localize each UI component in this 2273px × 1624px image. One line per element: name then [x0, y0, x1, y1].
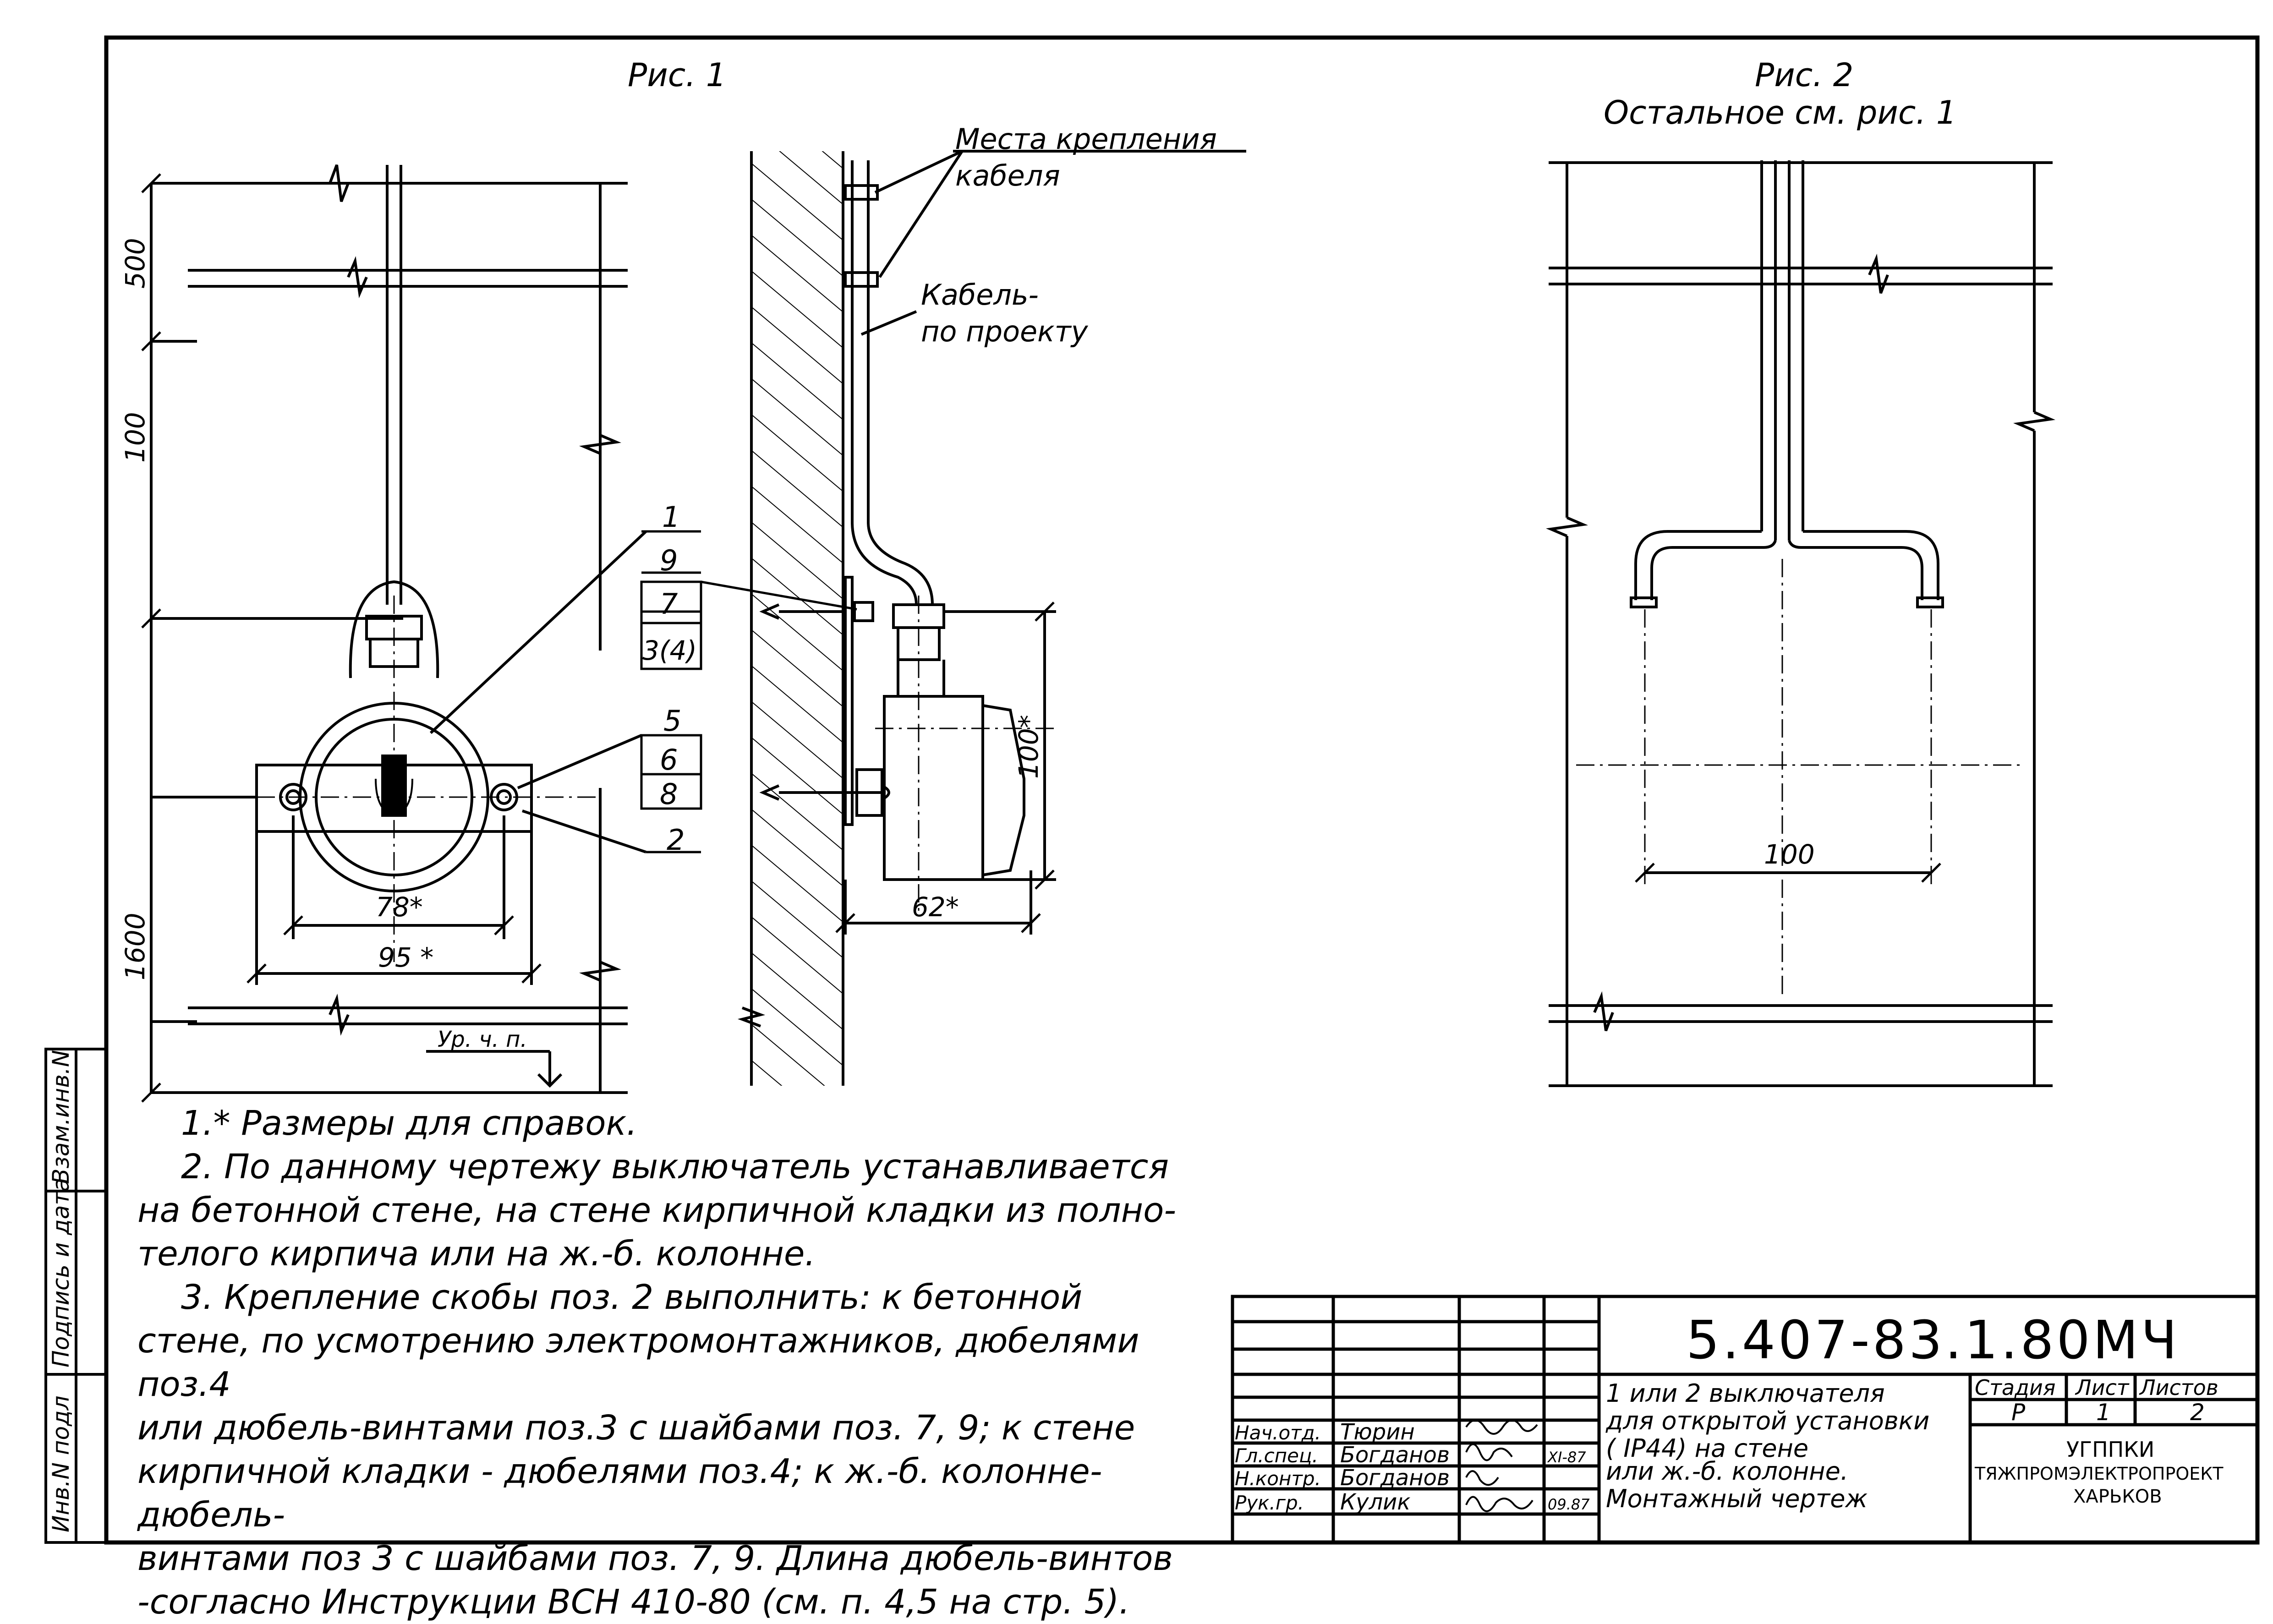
pos-6: 6	[660, 743, 678, 776]
title-block	[1231, 1295, 2259, 1544]
name-2: Богданов	[1340, 1465, 1450, 1491]
dim-100-side: 100*	[1013, 715, 1044, 779]
sheet-value: 1	[2096, 1399, 2111, 1426]
dim-95: 95 *	[378, 942, 433, 973]
sheet-header: Лист	[2075, 1375, 2130, 1400]
label-mounting-1: Места крепления	[955, 122, 1217, 156]
sheets-header: Листов	[2139, 1375, 2218, 1400]
fig1-title: Рис. 1	[628, 56, 726, 94]
fig2-dim-ticks	[1635, 863, 1941, 883]
name-0: Тюрин	[1340, 1419, 1415, 1445]
doc-title-line-1: 1 или 2 выключателя	[1606, 1379, 1885, 1408]
side-dim-ticks	[835, 601, 1055, 933]
org-line-1: УГППКИ	[2066, 1437, 2154, 1462]
pos-9: 9	[660, 544, 678, 577]
side-stamp	[44, 1048, 108, 1544]
date-1: XI-87	[1547, 1449, 1586, 1466]
pos-1: 1	[662, 500, 680, 534]
stage-value: Р	[2011, 1399, 2026, 1426]
name-3: Кулик	[1340, 1489, 1410, 1515]
dim-100-fig2: 100	[1764, 839, 1815, 870]
note-line: телого кирпича или на ж.-б. колонне.	[137, 1234, 816, 1274]
stage-header: Стадия	[1975, 1375, 2055, 1400]
org-line-2: ТЯЖПРОМЭЛЕКТРОПРОЕКТ	[1974, 1464, 2224, 1484]
label-cable-2: по проекту	[921, 315, 1089, 348]
role-0: Нач.отд.	[1235, 1422, 1321, 1444]
doc-title-line-4: или ж.-б. колонне.	[1606, 1457, 1848, 1486]
note-line: -согласно Инструкции ВСН 410-80 (см. п. …	[137, 1582, 1130, 1622]
note-line: винтами поз 3 с шайбами поз. 7, 9. Длина…	[137, 1539, 1173, 1578]
doc-title-line-5: Монтажный чертеж	[1606, 1484, 1868, 1513]
pos-3-4: 3(4)	[642, 635, 697, 666]
name-1: Богданов	[1340, 1442, 1450, 1468]
note-line: 3. Крепление скобы поз. 2 выполнить: к б…	[181, 1278, 1083, 1317]
dim-ticks	[141, 173, 542, 1103]
doc-title-line-3: ( IP44) на стене	[1606, 1434, 1808, 1463]
role-2: Н.контр.	[1235, 1467, 1321, 1490]
fig1-side-view	[737, 150, 1246, 1086]
pos-8: 8	[660, 777, 678, 811]
label-mounting-2: кабеля	[955, 159, 1060, 192]
date-3: 09.87	[1548, 1496, 1590, 1513]
note-line: на бетонной стене, на стене кирпичной кл…	[137, 1191, 1177, 1230]
sheet-frame	[104, 35, 2260, 1545]
notes-block: 1.* Размеры для справок. 2. По данному ч…	[137, 1102, 1191, 1624]
note-line: или дюбель-винтами поз.3 с шайбами поз. …	[137, 1408, 1135, 1448]
note-line: стене, по усмотрению электромонтажников,…	[137, 1321, 1139, 1404]
stamp-sign-date: Подпись и дата	[48, 1178, 74, 1367]
doc-code: 5.407-83.1.80МЧ	[1686, 1310, 2180, 1371]
note-line: кирпичной кладки - дюбелями поз.4; к ж.-…	[137, 1452, 1102, 1535]
fig2-subtitle: Остальное см. рис. 1	[1604, 94, 1956, 131]
dim-62: 62*	[912, 891, 959, 923]
sheets-value: 2	[2190, 1399, 2205, 1426]
role-3: Рук.гр.	[1235, 1492, 1304, 1514]
note-line: 2. По данному чертежу выключатель устана…	[181, 1147, 1169, 1187]
stamp-inv-orig: Инв.N подл	[48, 1395, 74, 1532]
org-line-3: ХАРЬКОВ	[2073, 1486, 2162, 1507]
note-line: 1.* Размеры для справок.	[181, 1104, 637, 1143]
dim-78: 78*	[376, 891, 423, 923]
dim-500: 500	[120, 238, 151, 289]
pos-7: 7	[660, 587, 678, 621]
stamp-inv-replace: Взам.инв.N	[48, 1050, 74, 1184]
pos-2: 2	[667, 823, 685, 857]
role-1: Гл.спец.	[1235, 1444, 1318, 1467]
label-cable-1: Кабель-	[921, 278, 1039, 312]
wall-hatch	[751, 151, 843, 1086]
dim-1600: 1600	[120, 913, 151, 980]
fig2-view	[1545, 160, 2056, 1087]
dim-100-vertical: 100	[120, 412, 151, 463]
fig1-front-view	[150, 164, 647, 1094]
signatures	[1465, 1419, 1538, 1512]
fig2-title: Рис. 2	[1755, 56, 1853, 94]
doc-title-line-2: для открытой установки	[1605, 1406, 1929, 1435]
floor-level-label: Ур. ч. п.	[438, 1027, 527, 1052]
pos-5: 5	[663, 704, 681, 738]
